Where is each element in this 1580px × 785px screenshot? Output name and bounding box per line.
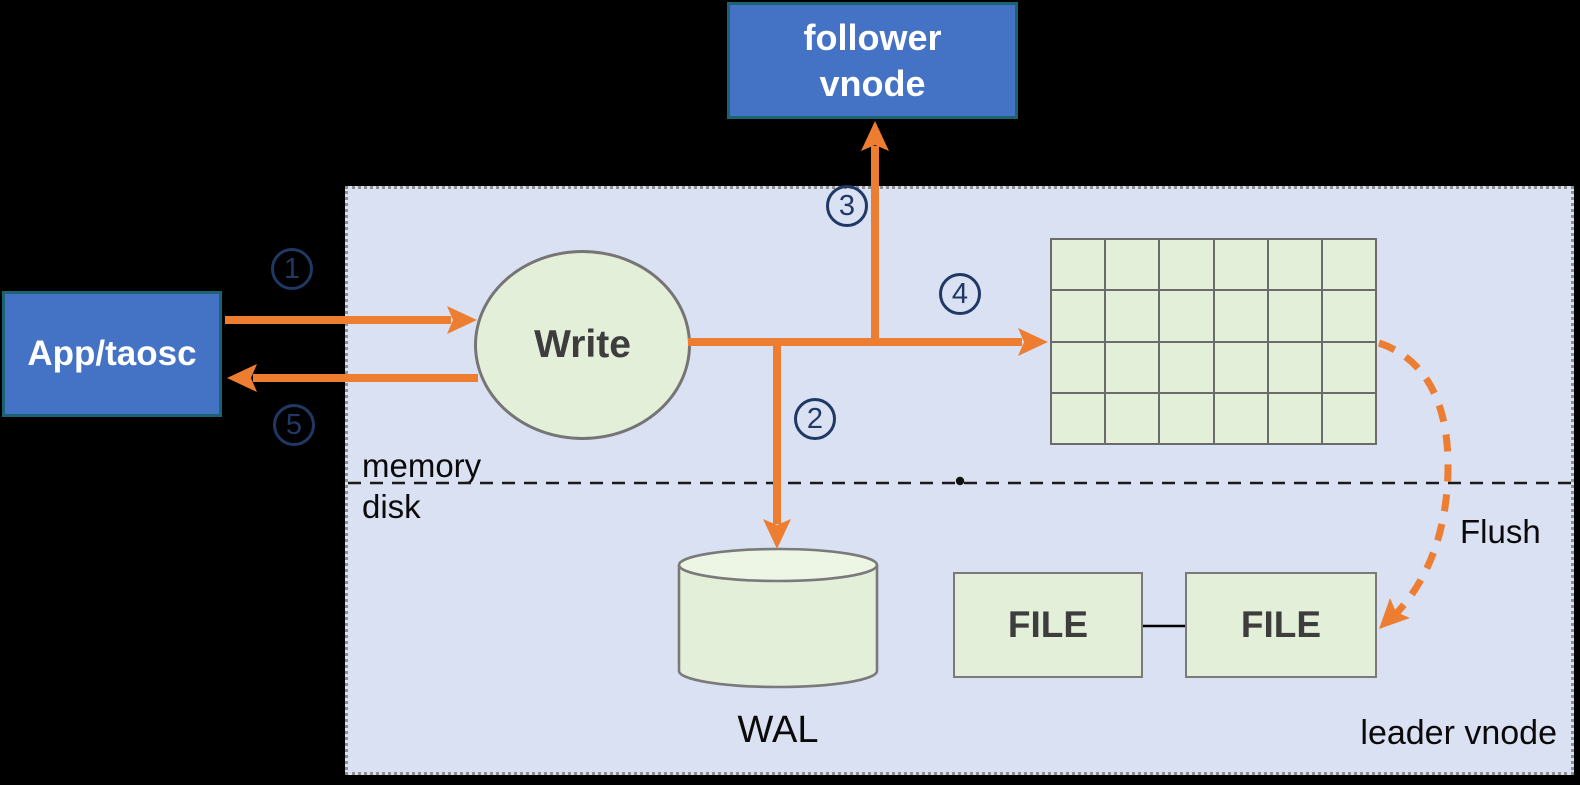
mem-table-cell [1268,393,1321,443]
mem-table-cell [1106,393,1159,443]
file-node-right: FILE [1185,572,1377,678]
mem-table-cell [1214,393,1267,443]
mem-table-cell [1322,342,1375,392]
mem-table-cell [1160,291,1213,341]
leader-vnode-label: leader vnode [1360,714,1557,752]
mem-table-grid [1050,238,1377,445]
app-taosc-node: App/taosc [2,291,222,417]
step-badge-4: 4 [939,273,981,315]
step-badge-5: 5 [273,404,315,446]
mem-table-cell [1160,393,1213,443]
mem-table-cell [1052,291,1105,341]
mem-table-cell [1160,342,1213,392]
write-node: Write [474,250,691,440]
wal-label: WAL [737,709,819,751]
mem-table-cell [1052,342,1105,392]
mem-table-cell [1052,393,1105,443]
follower-vnode-node: follower vnode [727,2,1018,119]
step-badge-3: 3 [826,185,868,227]
mem-table-cell [1268,291,1321,341]
memory-label: memory [362,447,482,484]
mem-table-cell [1322,291,1375,341]
mem-table-cell [1106,291,1159,341]
app-taosc-label: App/taosc [27,334,197,373]
mem-table-cell [1214,291,1267,341]
step-badge-2: 2 [794,398,836,440]
mem-table-cell [1322,240,1375,290]
mem-table-cell [1106,240,1159,290]
mem-table-cell [1106,342,1159,392]
mem-table-cell [1160,240,1213,290]
step-badge-1: 1 [271,248,313,290]
file-right-label: FILE [1240,604,1322,645]
mem-table-cell [1214,342,1267,392]
write-label: Write [534,323,631,366]
flush-label: Flush [1460,513,1541,550]
file-node-left: FILE [953,572,1143,678]
mem-table-cell [1052,240,1105,290]
file-left-label: FILE [1007,604,1089,645]
follower-vnode-label: follower vnode [803,17,942,104]
disk-label: disk [362,488,421,525]
mem-table-cell [1268,342,1321,392]
mem-table-cell [1322,393,1375,443]
mem-table-cell [1214,240,1267,290]
mem-table-cell [1268,240,1321,290]
